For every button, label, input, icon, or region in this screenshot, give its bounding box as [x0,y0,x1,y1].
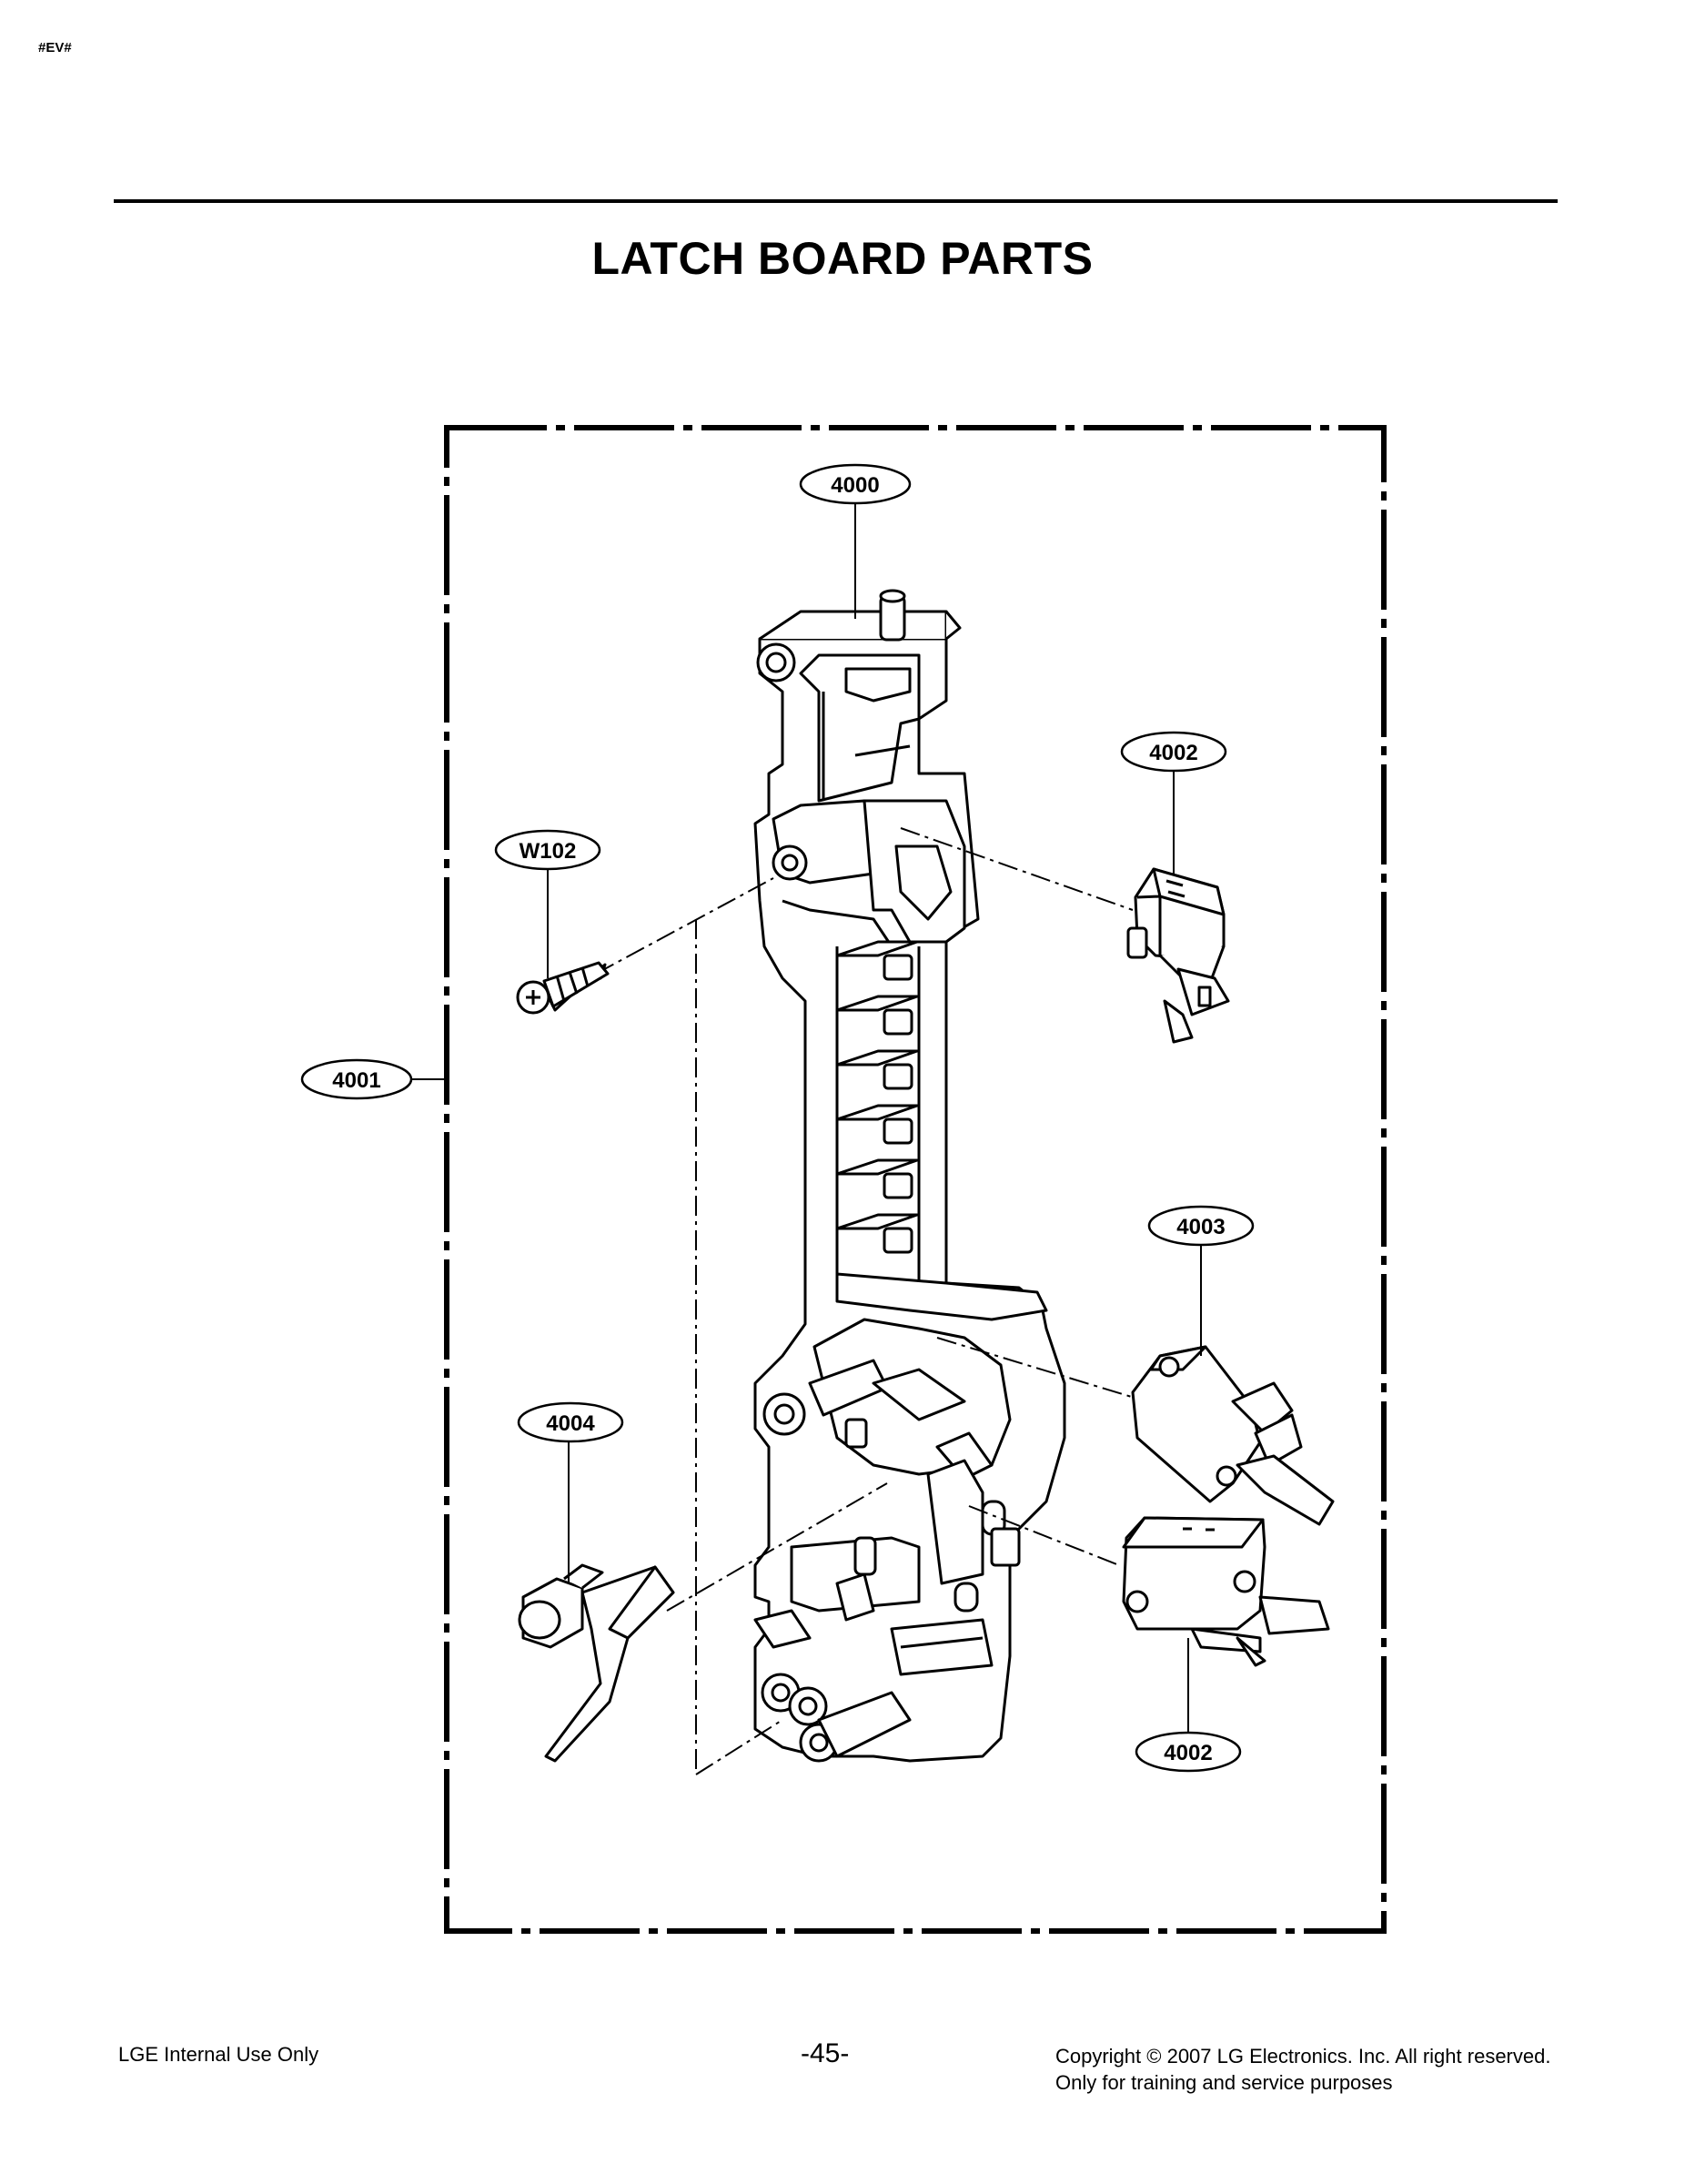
callout-label: 4002 [1164,1741,1212,1765]
callout-4003: 4003 [1147,1205,1255,1247]
footer-internal-use: LGE Internal Use Only [118,2043,319,2066]
latch-board-frame [753,589,1066,1763]
callout-4000: 4000 [799,463,912,505]
callout-label: 4003 [1176,1215,1225,1239]
callout-4004: 4004 [517,1401,624,1443]
microswitch-4002-top [1126,867,1230,1044]
copyright-text: Copyright © 2007 LG Electronics. Inc. Al… [1055,2045,1551,2068]
screw-w102 [516,961,610,1015]
callout-w102: W102 [494,829,601,871]
callout-label: 4004 [546,1411,595,1436]
footer-copyright-block: Copyright © 2007 LG Electronics. Inc. Al… [1055,2043,1550,2096]
callout-label: 4000 [831,473,879,498]
latch-ribs [835,940,919,1254]
callout-4001: 4001 [300,1058,413,1100]
usage-note: Only for training and service purposes [1055,2071,1393,2094]
page-number: -45- [801,2038,850,2068]
document-tag: #EV# [38,40,72,56]
callout-4002-top: 4002 [1120,731,1227,773]
callout-4002-bottom: 4002 [1135,1731,1242,1773]
microswitch-4003 [1131,1345,1335,1526]
callout-label: 4001 [332,1068,380,1093]
page-title: LATCH BOARD PARTS [591,233,1094,284]
assembly-frame [444,425,1387,1934]
callout-leaders [547,503,1202,1734]
lever-4004 [518,1563,675,1763]
callout-label: W102 [520,839,577,864]
callout-label: 4002 [1149,741,1197,765]
assembly-guide-lines [595,827,1147,1775]
latch-board-lower [753,1272,1048,1763]
header-rule [114,199,1558,203]
microswitch-4002-bottom [1122,1516,1330,1667]
